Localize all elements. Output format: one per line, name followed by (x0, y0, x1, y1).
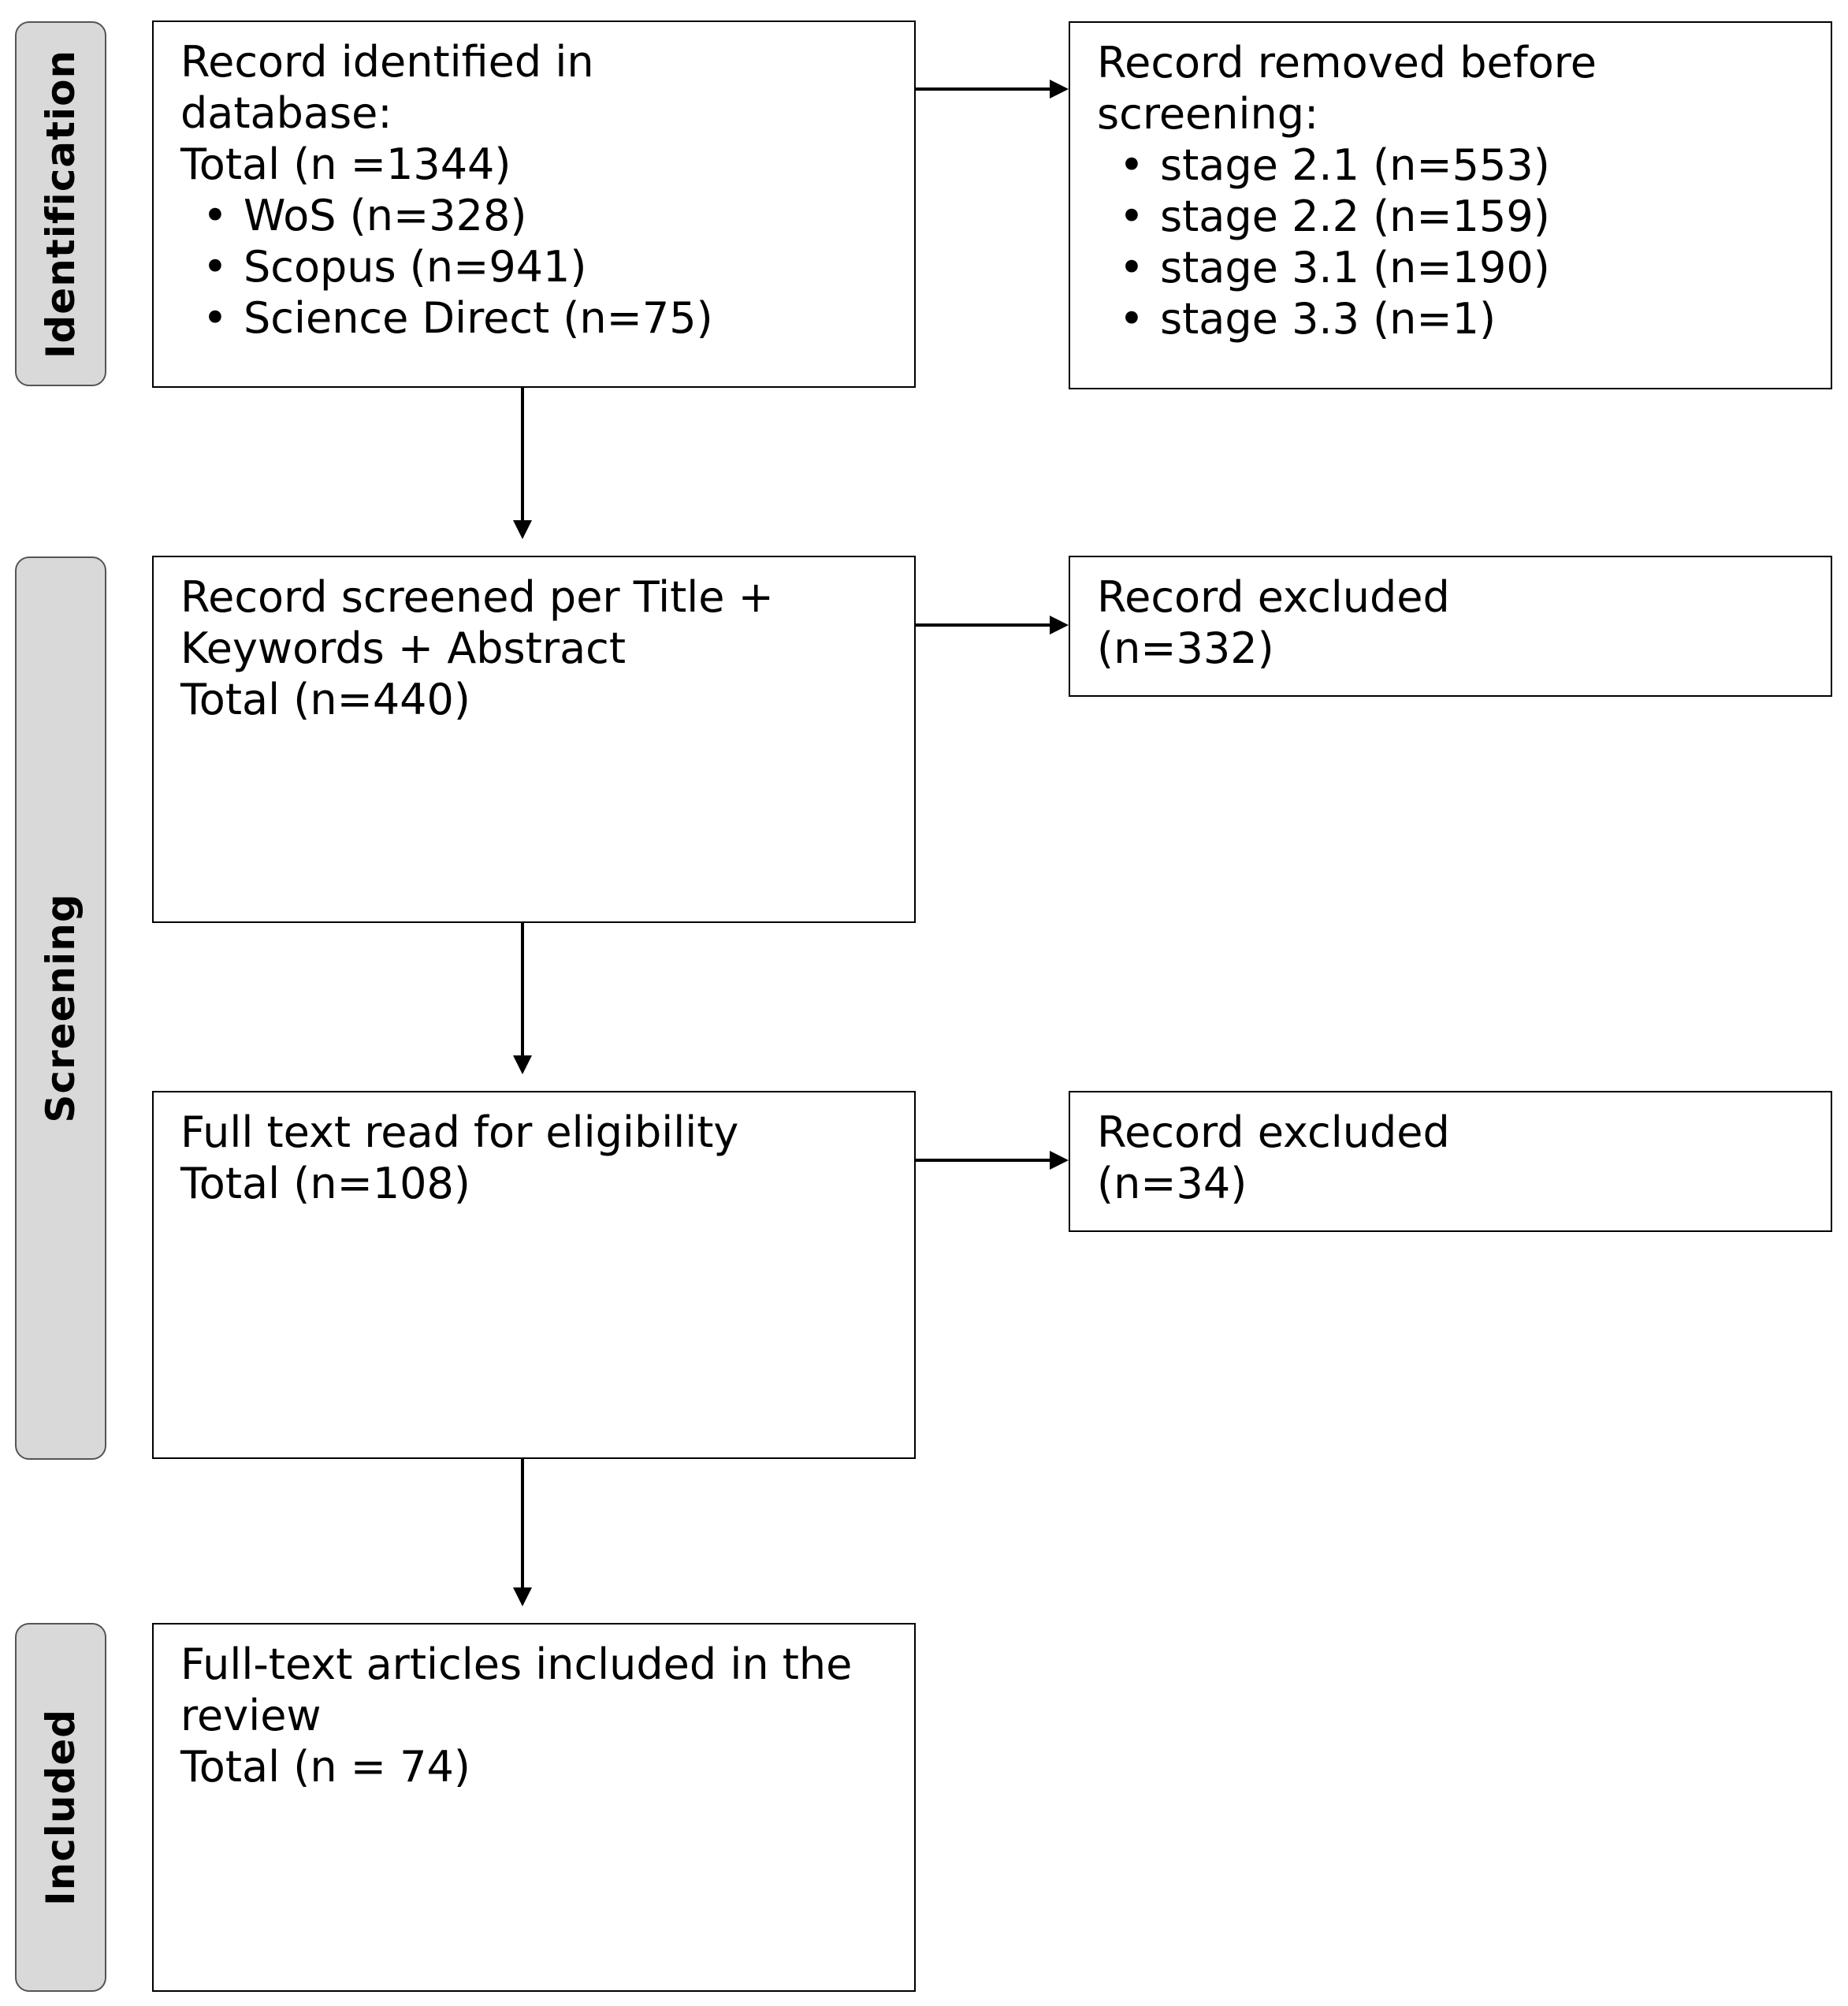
bullet-icon: • (203, 293, 228, 343)
identified-source-list: •WoS (n=328) •Scopus (n=941) •Science Di… (180, 190, 887, 344)
screened-total: Total (n=440) (180, 675, 470, 724)
screened-line: Record screened per Title + (180, 572, 774, 622)
stage-item: •stage 3.3 (n=1) (1119, 294, 1497, 344)
removed-stage-list: •stage 2.1 (n=553) •stage 2.2 (n=159) •s… (1097, 140, 1804, 344)
stage-item: •stage 3.1 (n=190) (1119, 243, 1550, 292)
fulltext-line: Full text read for eligibility (180, 1107, 739, 1157)
arrowhead-icon (513, 520, 532, 539)
excluded-box-1: Record excluded (n=332) (1069, 556, 1832, 697)
source-item-wos: •WoS (n=328) (203, 191, 527, 240)
bullet-icon: • (1119, 243, 1144, 292)
excluded-label: Record excluded (1097, 572, 1450, 622)
phase-included: Included (15, 1623, 106, 1992)
stage-item: •stage 2.2 (n=159) (1119, 192, 1550, 241)
excluded-box-2: Record excluded (n=34) (1069, 1091, 1832, 1232)
bullet-icon: • (1119, 192, 1144, 241)
fulltext-box: Full text read for eligibility Total (n=… (152, 1091, 916, 1459)
excluded-count: (n=332) (1097, 623, 1274, 673)
arrowhead-icon (1050, 1151, 1069, 1170)
identified-line: Record identified in (180, 37, 594, 87)
bullet-icon: • (203, 242, 228, 292)
identified-box: Record identified in database: Total (n … (152, 20, 916, 388)
identified-line: database: (180, 88, 392, 138)
bullet-icon: • (203, 191, 228, 240)
fulltext-total: Total (n=108) (180, 1159, 470, 1208)
screened-box: Record screened per Title + Keywords + A… (152, 556, 916, 923)
removed-box: Record removed before screening: •stage … (1069, 21, 1832, 389)
excluded-count: (n=34) (1097, 1159, 1247, 1208)
included-line: Full-text articles included in the (180, 1639, 853, 1689)
removed-line: Record removed before (1097, 38, 1597, 87)
excluded-label: Record excluded (1097, 1107, 1450, 1157)
included-total: Total (n = 74) (180, 1742, 470, 1792)
source-item-scopus: •Scopus (n=941) (203, 242, 587, 292)
bullet-icon: • (1119, 140, 1144, 190)
arrowhead-icon (1050, 80, 1069, 99)
screened-line: Keywords + Abstract (180, 623, 627, 673)
included-line: review (180, 1691, 322, 1740)
included-box: Full-text articles included in the revie… (152, 1623, 916, 1992)
phase-screening: Screening (15, 556, 106, 1460)
arrowhead-icon (513, 1055, 532, 1074)
arrowhead-icon (1050, 616, 1069, 635)
phase-identification: Identification (15, 21, 106, 386)
stage-item: •stage 2.1 (n=553) (1119, 140, 1550, 190)
removed-line: screening: (1097, 89, 1319, 139)
source-item-science-direct: •Science Direct (n=75) (203, 293, 713, 343)
arrowhead-icon (513, 1587, 532, 1606)
bullet-icon: • (1119, 294, 1144, 344)
identified-total: Total (n =1344) (180, 140, 511, 189)
